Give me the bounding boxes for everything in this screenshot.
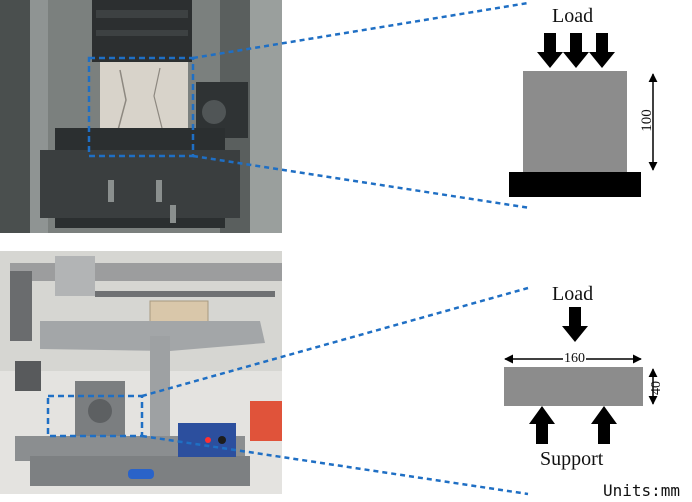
cube-base-plate <box>509 172 641 197</box>
flexural-machine-illustration <box>0 251 282 494</box>
units-label: Units:mm <box>603 481 681 500</box>
support-arrow-right <box>591 406 617 444</box>
top-load-label: Load <box>552 5 594 27</box>
compression-test-photo <box>0 0 282 233</box>
bottom-load-label: Load <box>552 283 594 305</box>
beam-height-label: 40 <box>649 381 664 395</box>
cube-height-label: 100 <box>638 109 655 132</box>
flexural-test-photo <box>0 251 282 494</box>
bottom-callout-line-upper <box>141 286 529 398</box>
top-callout-line-lower <box>192 154 531 210</box>
beam-load-arrow <box>562 307 588 342</box>
top-photo-callout-box <box>87 56 195 158</box>
support-arrow-left <box>529 406 555 444</box>
support-label: Support <box>540 448 604 470</box>
bottom-callout-line-lower <box>141 434 529 496</box>
bottom-photo-callout-box <box>46 394 144 438</box>
beam-width-label: 160 <box>563 351 586 367</box>
beam-specimen <box>504 367 643 406</box>
cube-specimen <box>523 71 627 172</box>
compression-machine-illustration <box>0 0 282 233</box>
top-callout-line-upper <box>192 1 529 60</box>
cube-load-arrows <box>537 33 615 68</box>
